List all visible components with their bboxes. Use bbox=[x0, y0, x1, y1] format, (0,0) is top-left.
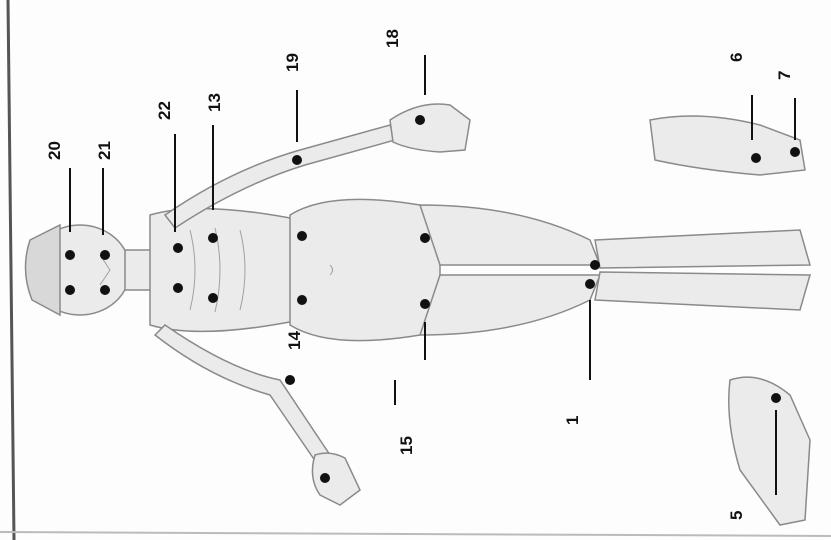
label-22: 22 bbox=[155, 101, 174, 120]
label-13: 13 bbox=[205, 93, 224, 112]
label-14: 14 bbox=[285, 331, 304, 350]
label-1: 1 bbox=[563, 416, 582, 425]
point-marker bbox=[420, 233, 430, 243]
point-marker bbox=[100, 250, 110, 260]
point-marker bbox=[415, 115, 425, 125]
label-21: 21 bbox=[95, 141, 114, 160]
label-18: 18 bbox=[383, 29, 402, 48]
label-15: 15 bbox=[397, 436, 416, 455]
label-19: 19 bbox=[283, 53, 302, 72]
point-marker bbox=[771, 393, 781, 403]
pelvis bbox=[290, 199, 440, 340]
label-20: 20 bbox=[45, 141, 64, 160]
point-marker bbox=[585, 279, 595, 289]
point-marker bbox=[100, 285, 110, 295]
torso bbox=[150, 209, 300, 332]
label-5: 5 bbox=[727, 511, 746, 520]
label-7: 7 bbox=[775, 71, 794, 80]
point-marker bbox=[173, 243, 183, 253]
point-marker bbox=[320, 473, 330, 483]
point-marker bbox=[173, 283, 183, 293]
point-marker bbox=[790, 147, 800, 157]
label-6: 6 bbox=[727, 53, 746, 62]
point-marker bbox=[208, 293, 218, 303]
point-marker bbox=[590, 260, 600, 270]
point-marker bbox=[292, 155, 302, 165]
point-marker bbox=[297, 231, 307, 241]
point-marker bbox=[65, 285, 75, 295]
point-marker bbox=[297, 295, 307, 305]
point-marker bbox=[208, 233, 218, 243]
point-marker bbox=[285, 375, 295, 385]
point-marker bbox=[751, 153, 761, 163]
point-marker bbox=[420, 299, 430, 309]
point-marker bbox=[65, 250, 75, 260]
